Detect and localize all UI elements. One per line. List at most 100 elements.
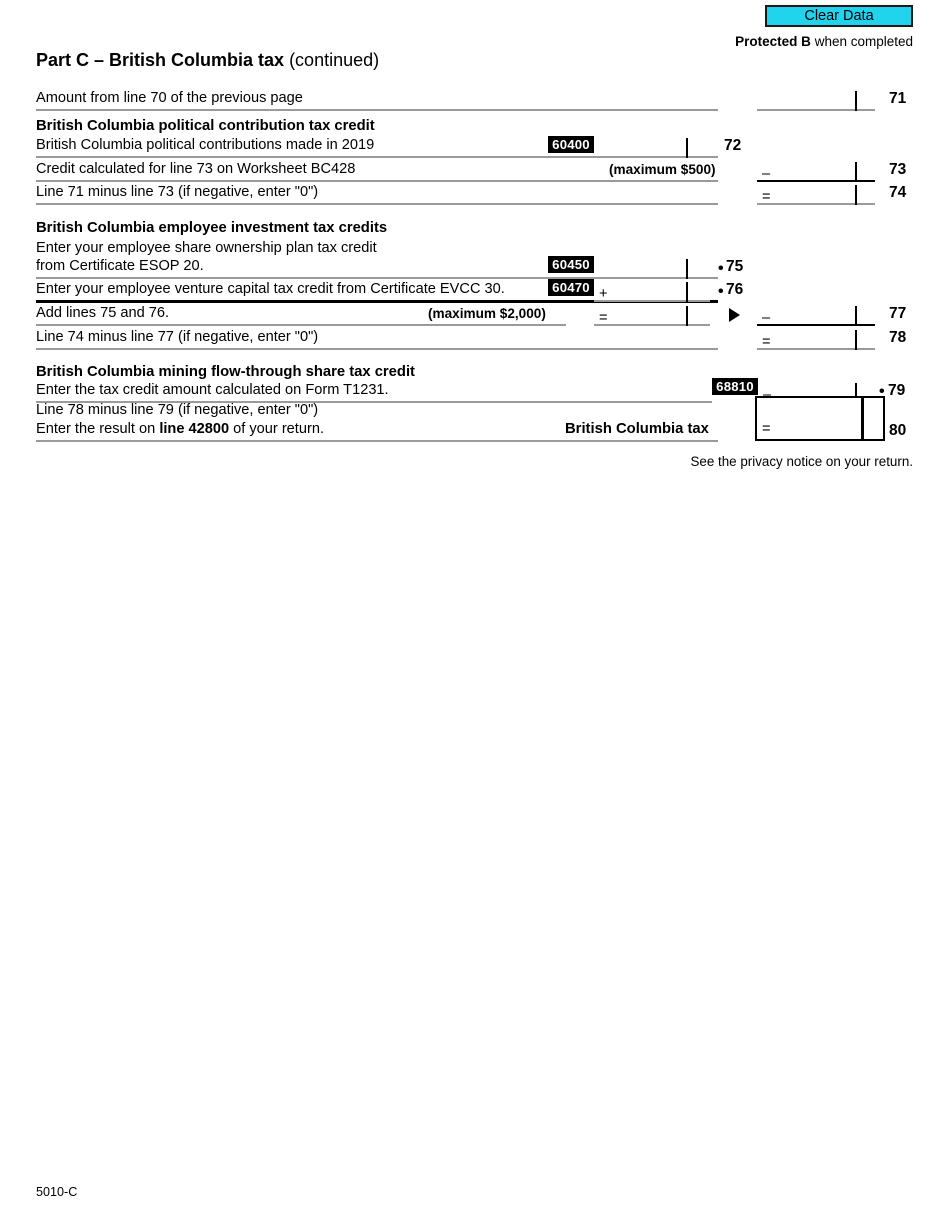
line73-operator: –: [762, 166, 771, 182]
line76-amount-baseline: [594, 300, 710, 302]
line73-maximum-note: (maximum $500): [609, 162, 716, 177]
line77-amount-input[interactable]: [775, 306, 853, 324]
line71-amount-field[interactable]: [757, 85, 875, 111]
line71-amount-input[interactable]: [773, 91, 865, 109]
line78-amount-field[interactable]: =: [757, 324, 875, 350]
line79-left-rule: [36, 401, 712, 403]
line80-amount-input[interactable]: [775, 418, 855, 436]
line77-amount-field[interactable]: –: [757, 300, 875, 326]
line72-amount-input[interactable]: [610, 138, 696, 156]
line75-amount-input[interactable]: [610, 259, 696, 277]
section-political-heading: British Columbia political contribution …: [36, 118, 375, 134]
line71-amount-baseline: [757, 109, 875, 111]
line78-operator: =: [762, 334, 771, 350]
line76-left-rule: [36, 300, 718, 303]
line78-amount-baseline: [757, 348, 875, 350]
line74-amount-input[interactable]: [775, 185, 853, 203]
part-continued: (continued): [284, 50, 380, 70]
protected-b-label: Protected B: [735, 34, 811, 49]
line77-cents-tick: [855, 306, 857, 326]
line72-amount-field[interactable]: [594, 132, 710, 158]
page-title: Part C – British Columbia tax (continued…: [36, 50, 379, 71]
line76-number: 76: [726, 281, 744, 298]
line71-number: 71: [889, 90, 907, 107]
line73-number: 73: [889, 161, 907, 178]
line80-label-row2-post: of your return.: [229, 421, 324, 437]
line76-amount-input[interactable]: [612, 282, 686, 300]
line76-operator: +: [599, 286, 608, 302]
protected-b-suffix: when completed: [810, 34, 913, 49]
line80-total-box[interactable]: =: [755, 396, 885, 441]
privacy-notice: See the privacy notice on your return.: [690, 454, 913, 469]
clear-data-button[interactable]: Clear Data: [765, 5, 913, 27]
line75-amount-baseline: [594, 277, 710, 279]
section-mining-heading: British Columbia mining flow-through sha…: [36, 364, 415, 380]
line77-subtotal-field[interactable]: =: [594, 300, 710, 326]
line77-maximum-note: (maximum $2,000): [428, 306, 546, 321]
line73-label: Credit calculated for line 73 on Workshe…: [36, 161, 356, 177]
line74-operator: =: [762, 189, 771, 205]
line76-box-code: 60470: [548, 279, 594, 296]
line76-cents-tick: [686, 282, 688, 302]
line78-cents-tick: [855, 330, 857, 350]
section-employee-heading: British Columbia employee investment tax…: [36, 220, 388, 236]
part-title-text: British Columbia tax: [109, 50, 285, 70]
line79-number: 79: [888, 382, 906, 399]
line74-number: 74: [889, 184, 907, 201]
part-label: Part C: [36, 50, 90, 70]
line80-cents-divider: [861, 398, 864, 439]
line77-label: Add lines 75 and 76.: [36, 305, 170, 321]
line77-mid-operator: =: [599, 310, 608, 326]
line75-number: 75: [726, 258, 744, 275]
line77-right-operator: –: [762, 310, 771, 326]
line79-label: Enter the tax credit amount calculated o…: [36, 382, 389, 398]
line77-subtotal-cents-tick: [686, 306, 688, 326]
part-dash: –: [89, 50, 110, 70]
line79-cents-tick: [855, 383, 857, 403]
line79-operator: –: [763, 387, 772, 403]
line75-label-row2: from Certificate ESOP 20.: [36, 258, 204, 274]
line80-label-row2-pre: Enter the result on: [36, 421, 160, 437]
line78-number: 78: [889, 329, 907, 346]
line73-amount-baseline: [757, 179, 875, 182]
line76-bullet-marker: •: [718, 283, 724, 300]
line71-left-rule: [36, 109, 718, 111]
line75-left-rule: [36, 277, 718, 279]
line71-label: Amount from line 70 of the previous page: [36, 90, 303, 106]
line75-amount-field[interactable]: [594, 253, 710, 279]
line79-bullet-marker: •: [879, 383, 885, 400]
line78-label: Line 74 minus line 77 (if negative, ente…: [36, 329, 319, 345]
line74-amount-baseline: [757, 203, 875, 205]
line78-amount-input[interactable]: [775, 330, 853, 348]
line79-box-code: 68810: [712, 378, 758, 395]
line80-label-row1: Line 78 minus line 79 (if negative, ente…: [36, 402, 319, 418]
line72-left-rule: [36, 156, 718, 158]
line73-left-rule: [36, 180, 718, 182]
line80-left-rule: [36, 440, 718, 442]
line76-label: Enter your employee venture capital tax …: [36, 281, 505, 297]
line73-cents-tick: [855, 162, 857, 182]
line74-amount-field[interactable]: =: [757, 179, 875, 205]
line77-subtotal-baseline: [594, 324, 710, 326]
line80-return-line-ref: line 42800: [159, 421, 230, 437]
line73-amount-input[interactable]: [775, 162, 853, 180]
line73-amount-field[interactable]: –: [757, 156, 875, 182]
line78-left-rule: [36, 348, 718, 350]
line77-number: 77: [889, 305, 907, 322]
form-code: 5010-C: [36, 1185, 78, 1199]
line75-bullet-marker: •: [718, 260, 724, 277]
line72-amount-baseline: [594, 156, 710, 158]
line75-label-row1: Enter your employee share ownership plan…: [36, 240, 377, 256]
line72-box-code: 60400: [548, 136, 594, 153]
line74-cents-tick: [855, 185, 857, 205]
line80-operator: =: [762, 421, 771, 437]
line76-amount-field[interactable]: +: [594, 276, 710, 302]
british-columbia-tax-label: British Columbia tax: [565, 421, 709, 437]
line77-amount-baseline: [757, 323, 875, 326]
line80-number: 80: [889, 422, 907, 439]
line77-subtotal-input[interactable]: [612, 306, 686, 324]
carry-forward-arrow-icon: [729, 308, 740, 322]
line72-number: 72: [724, 137, 742, 154]
line80-label-row2: Enter the result on line 42800 of your r…: [36, 421, 324, 437]
line74-left-rule: [36, 203, 718, 205]
